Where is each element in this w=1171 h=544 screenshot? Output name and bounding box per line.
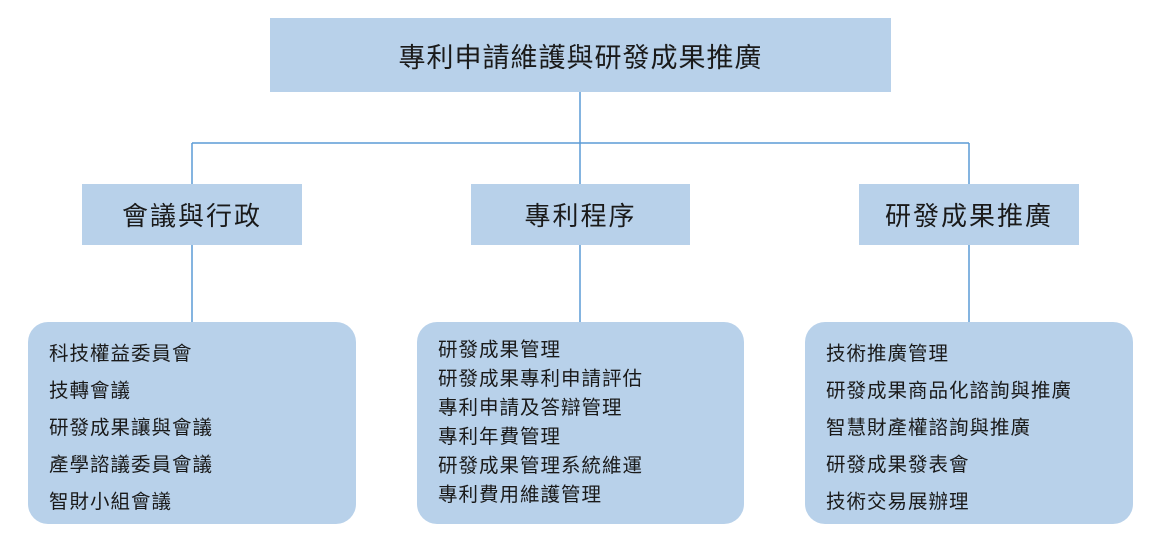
category-node-patent-procedure: 專利程序 xyxy=(471,184,690,245)
root-title: 專利申請維護與研發成果推廣 xyxy=(398,42,763,74)
list-item: 技轉會議 xyxy=(49,379,132,402)
category-title: 會議與行政 xyxy=(121,202,262,232)
category-title: 專利程序 xyxy=(524,202,637,232)
list-item: 研發成果管理 xyxy=(438,338,562,361)
list-item: 技術交易展辦理 xyxy=(826,490,970,513)
list-item: 研發成果管理系統維運 xyxy=(438,454,644,477)
category-title: 研發成果推廣 xyxy=(884,202,1053,232)
list-item: 研發成果專利申請評估 xyxy=(438,367,644,390)
list-item: 研發成果商品化諮詢與推廣 xyxy=(826,379,1073,402)
list-item: 專利費用維護管理 xyxy=(438,483,603,506)
list-item: 專利申請及答辯管理 xyxy=(438,396,623,419)
list-item: 研發成果發表會 xyxy=(826,453,970,476)
task-list-patent-procedure: 研發成果管理 研發成果專利申請評估 專利申請及答辯管理 專利年費管理 研發成果管… xyxy=(417,322,744,524)
task-list-meetings-admin: 科技權益委員會 技轉會議 研發成果讓與會議 產學諮議委員會議 智財小組會議 xyxy=(28,322,356,524)
list-item: 技術推廣管理 xyxy=(826,342,950,365)
list-item: 智慧財產權諮詢與推廣 xyxy=(826,416,1032,439)
task-list-rd-promotion: 技術推廣管理 研發成果商品化諮詢與推廣 智慧財產權諮詢與推廣 研發成果發表會 技… xyxy=(805,322,1133,524)
list-item: 智財小組會議 xyxy=(49,490,173,513)
list-item: 專利年費管理 xyxy=(438,425,562,448)
list-item: 科技權益委員會 xyxy=(49,342,193,365)
list-item: 產學諮議委員會議 xyxy=(49,453,214,476)
category-node-rd-promotion: 研發成果推廣 xyxy=(859,184,1079,245)
list-item: 研發成果讓與會議 xyxy=(49,416,214,439)
category-node-meetings-admin: 會議與行政 xyxy=(82,184,302,245)
root-node: 專利申請維護與研發成果推廣 xyxy=(270,18,891,92)
